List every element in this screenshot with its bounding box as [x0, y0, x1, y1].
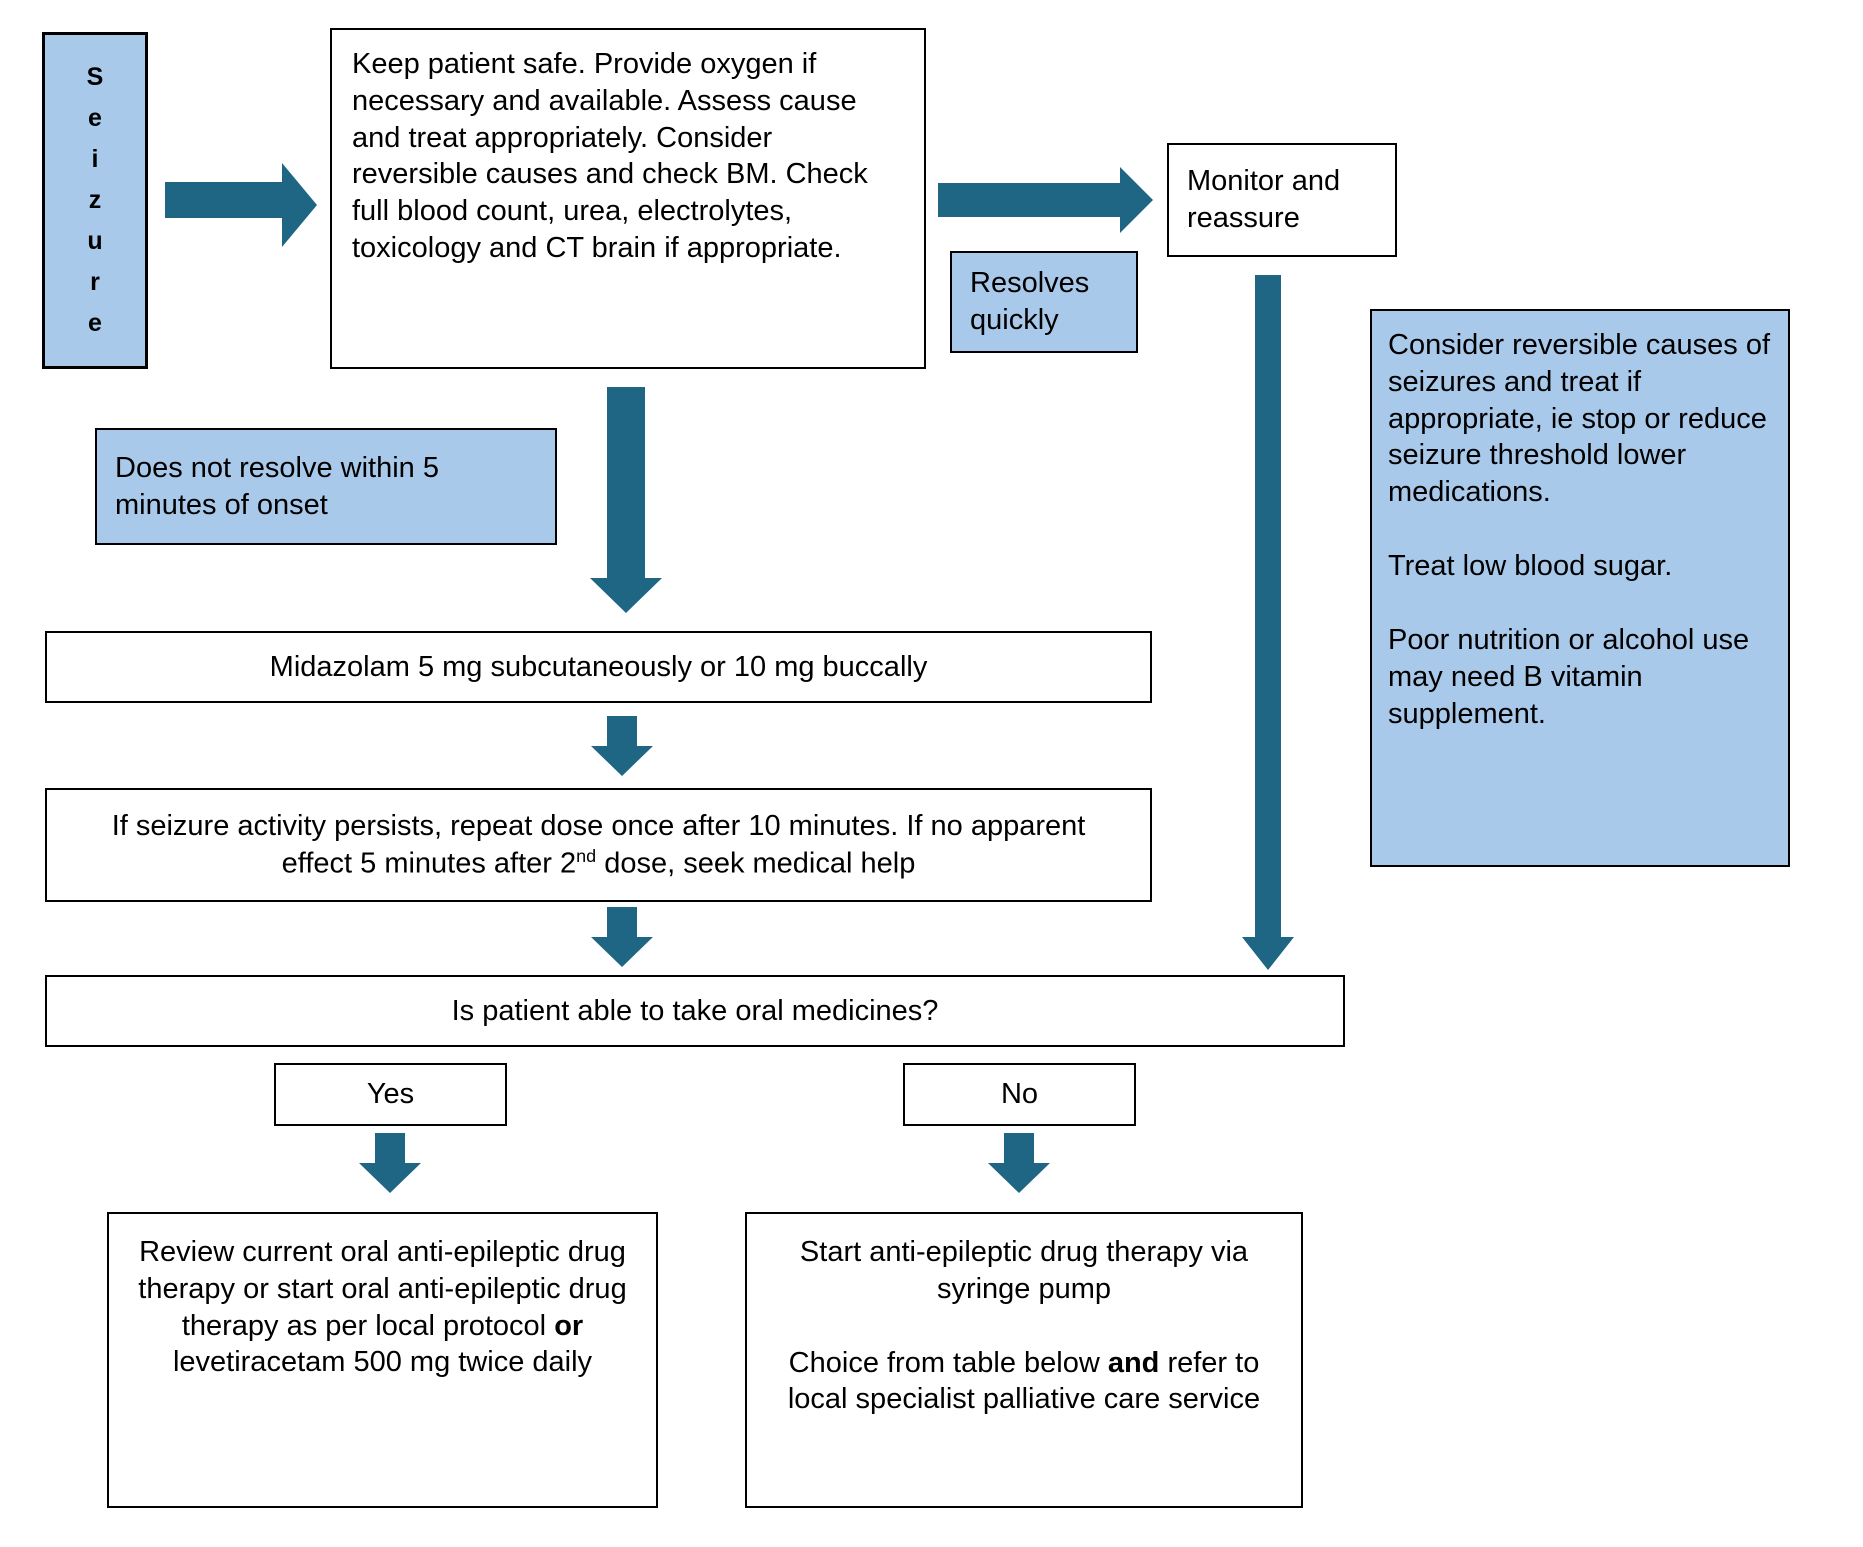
node-oral-question: Is patient able to take oral medicines?	[45, 975, 1345, 1047]
seizure-letter: S	[86, 63, 104, 91]
seizure-letter: r	[90, 268, 100, 296]
no-text: No	[1000, 1078, 1039, 1111]
yes-text: Yes	[366, 1078, 415, 1111]
node-repeat-dose: If seizure activity persists, repeat dos…	[45, 788, 1152, 902]
seizure-letter: e	[88, 309, 102, 337]
node-review-oral-therapy: Review current oral anti-epileptic drug …	[107, 1212, 658, 1508]
node-assess-treat: Keep patient safe. Provide oxygen if nec…	[330, 28, 926, 369]
node-yes: Yes	[274, 1063, 507, 1126]
assess-text: Keep patient safe. Provide oxygen if nec…	[352, 48, 868, 265]
node-no: No	[903, 1063, 1136, 1126]
syringe-pump-line2: Choice from table below and refer to loc…	[761, 1345, 1287, 1419]
syringe-p2-after-bold: refer to local specialist palliative car…	[787, 1346, 1261, 1416]
seizure-letter: e	[88, 104, 102, 132]
repeat-dose-text: If seizure activity persists, repeat dos…	[87, 808, 1110, 882]
resolves-text: Resolves quickly	[970, 267, 1090, 336]
seizure-letter: i	[91, 145, 99, 173]
arrow-midazolam-to-repeat-icon	[591, 716, 653, 776]
reversible-causes-paragraph: Poor nutrition or alcohol use may need B…	[1388, 623, 1750, 730]
review-oral-after-bold: levetiracetam 500 mg twice daily	[172, 1346, 593, 1379]
monitor-text: Monitor and reassure	[1187, 165, 1341, 234]
syringe-pump-line1: Start anti-epileptic drug therapy via sy…	[799, 1236, 1249, 1305]
repeat-dose-before-sup: If seizure activity persists, repeat dos…	[111, 809, 1086, 880]
arrow-seizure-to-assess-icon	[165, 163, 317, 247]
arrow-repeat-to-oral-question-icon	[591, 907, 653, 967]
node-midazolam: Midazolam 5 mg subcutaneously or 10 mg b…	[45, 631, 1152, 703]
node-syringe-pump: Start anti-epileptic drug therapy via sy…	[745, 1212, 1303, 1508]
node-monitor-reassure: Monitor and reassure	[1167, 143, 1397, 257]
arrow-yes-to-review-icon	[359, 1133, 421, 1193]
seizure-letter: u	[87, 227, 103, 255]
does-not-resolve-text: Does not resolve within 5 minutes of ons…	[115, 451, 439, 521]
arrow-monitor-to-oral-question-icon	[1242, 275, 1294, 970]
review-oral-before-bold: Review current oral anti-epileptic drug …	[138, 1236, 627, 1342]
midazolam-text: Midazolam 5 mg subcutaneously or 10 mg b…	[269, 650, 928, 683]
node-seizure: S e i z u r e	[42, 32, 148, 369]
label-does-not-resolve: Does not resolve within 5 minutes of ons…	[95, 428, 557, 545]
label-resolves-quickly: Resolves quickly	[950, 251, 1138, 353]
arrow-assess-to-monitor-icon	[938, 167, 1153, 233]
reversible-causes-paragraph: Treat low blood sugar.	[1388, 550, 1673, 583]
reversible-causes-paragraph: Consider reversible causes of seizures a…	[1388, 329, 1771, 509]
review-oral-bold: or	[554, 1309, 584, 1342]
syringe-p2-before-bold: Choice from table below	[788, 1346, 1108, 1379]
repeat-dose-after-sup: dose, seek medical help	[596, 847, 916, 880]
arrow-no-to-syringe-icon	[988, 1133, 1050, 1193]
repeat-dose-sup: nd	[576, 845, 597, 866]
syringe-p2-bold: and	[1107, 1346, 1160, 1379]
seizure-letter: z	[88, 186, 102, 214]
arrow-assess-to-midazolam-icon	[590, 387, 662, 613]
oral-question-text: Is patient able to take oral medicines?	[451, 994, 939, 1027]
note-reversible-causes: Consider reversible causes of seizures a…	[1370, 309, 1790, 867]
